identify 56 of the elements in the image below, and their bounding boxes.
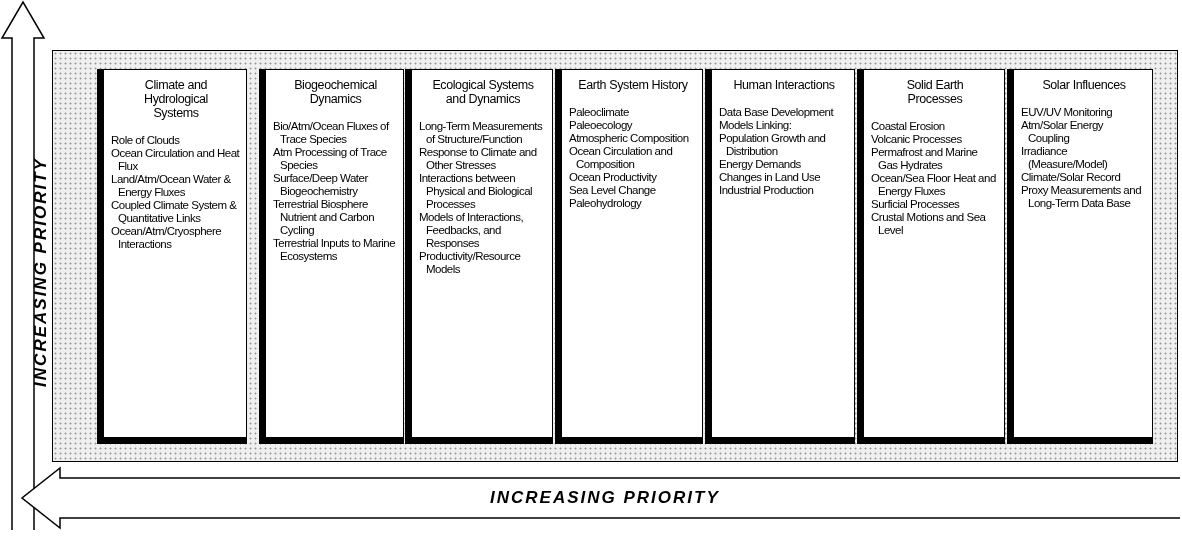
column-heading: Biogeochemical Dynamics <box>293 78 378 106</box>
topic-item: Long-Term Measurements of Structure/Function <box>419 120 544 146</box>
topic-item: Industrial Production <box>719 184 814 197</box>
topic-item: Crustal Motions and Sea Level <box>871 211 987 237</box>
topic-item: Paleoecology <box>569 119 633 132</box>
topic-item: Atm Processing of Trace Species <box>273 146 388 172</box>
column-heading: Earth System History <box>578 78 688 92</box>
topic-item: Changes in Land Use <box>719 171 821 184</box>
topic-column <box>405 69 553 444</box>
topic-item: Permafrost and Marine Gas Hydrates <box>871 146 979 172</box>
column-heading: Human Interactions <box>733 78 835 92</box>
column-heading: Solar Influences <box>1042 78 1126 92</box>
topic-item: Atm/Solar Energy Coupling <box>1021 119 1105 145</box>
topic-item: Surficial Processes <box>871 198 960 211</box>
topic-item: Paleoclimate <box>569 106 629 119</box>
topic-item: Response to Climate and Other Stresses <box>419 146 538 172</box>
topic-item: Volcanic Processes <box>871 133 962 146</box>
column-heading: Ecological Systems and Dynamics <box>431 78 535 106</box>
topic-item: Models Linking: <box>719 119 792 132</box>
topic-item: Land/Atm/Ocean Water & Energy Fluxes <box>111 173 232 199</box>
topic-column <box>705 69 855 444</box>
column-heading: Climate and Hydrological Systems <box>143 78 209 120</box>
topic-item: Models of Interactions, Feedbacks, and Responses <box>419 211 525 250</box>
topic-item: Data Base Development <box>719 106 834 119</box>
topic-column <box>857 69 1005 444</box>
topic-item: Bio/Atm/Ocean Fluxes of Trace Species <box>273 120 391 146</box>
topic-item: EUV/UV Monitoring <box>1021 106 1113 119</box>
arrow-label: INCREASING PRIORITY <box>30 157 51 387</box>
topic-item: Coupled Climate System & Quantitative Links <box>111 199 238 225</box>
topic-item: Climate/Solar Record <box>1021 171 1121 184</box>
topic-item: Ocean/Sea Floor Heat and Energy Fluxes <box>871 172 997 198</box>
stippled-panel <box>52 50 1178 462</box>
topic-item: Irradiance (Measure/Model) <box>1021 145 1109 171</box>
topic-item: Population Growth and Distribution <box>719 132 827 158</box>
arrow-label: INCREASING PRIORITY <box>490 488 720 508</box>
topic-item: Paleohydrology <box>569 197 642 210</box>
topic-item: Role of Clouds <box>111 134 180 147</box>
topic-item: Proxy Measurements and Long-Term Data Base <box>1021 184 1143 210</box>
topic-column <box>259 69 404 444</box>
topic-item: Coastal Erosion <box>871 120 945 133</box>
topic-item: Ocean Circulation and Heat Flux <box>111 147 241 173</box>
topic-item: Atmospheric Composition <box>569 132 689 145</box>
topic-column <box>1007 69 1153 444</box>
topic-item: Ocean Productivity <box>569 171 657 184</box>
topic-item: Terrestrial Biosphere Nutrient and Carbon Cycling <box>273 198 376 237</box>
topic-column <box>97 69 247 444</box>
topic-column <box>555 69 703 444</box>
topic-item: Energy Demands <box>719 158 801 171</box>
column-heading: Solid Earth Processes <box>905 78 965 106</box>
topic-item: Surface/Deep Water Biogeochemistry <box>273 172 369 198</box>
topic-item: Terrestrial Inputs to Marine Ecosystems <box>273 237 397 263</box>
topic-item: Ocean Circulation and Composition <box>569 145 674 171</box>
topic-item: Interactions between Physical and Biological Processes <box>419 172 534 211</box>
topic-item: Productivity/Resource Models <box>419 250 522 276</box>
topic-item: Ocean/Atm/Cryosphere Interactions <box>111 225 223 251</box>
topic-item: Sea Level Change <box>569 184 656 197</box>
